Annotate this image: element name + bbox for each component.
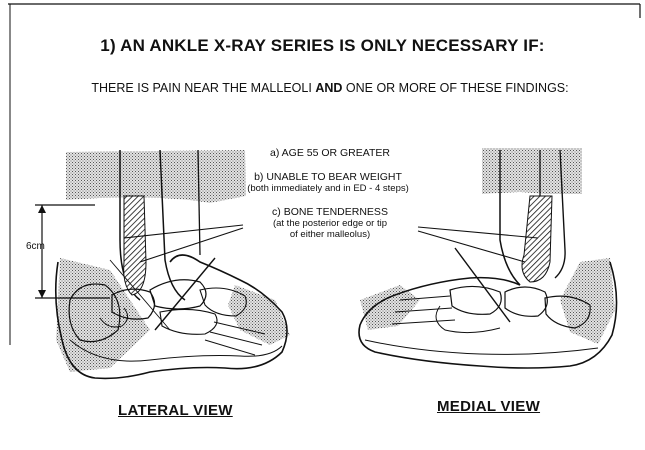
criterion-b-detail: (both immediately and in ED - 4 steps) (238, 183, 418, 194)
criterion-a: a) AGE 55 OR GREATER (250, 148, 410, 159)
measure-label: 6cm (26, 241, 45, 252)
criterion-a-label: a) AGE 55 OR GREATER (250, 148, 410, 159)
lateral-view-label: LATERAL VIEW (118, 402, 233, 419)
criterion-c-label: c) BONE TENDERNESS (240, 207, 420, 218)
condition-part2: ONE OR MORE OF THESE FINDINGS: (346, 81, 569, 95)
medial-view-label: MEDIAL VIEW (437, 398, 540, 415)
criterion-b-label: b) UNABLE TO BEAR WEIGHT (238, 172, 418, 183)
condition-and: AND (315, 81, 342, 95)
condition-part1: THERE IS PAIN NEAR THE MALLEOLI (91, 81, 311, 95)
condition-statement: THERE IS PAIN NEAR THE MALLEOLI AND ONE … (90, 81, 570, 96)
page-title: 1) AN ANKLE X-RAY SERIES IS ONLY NECESSA… (0, 36, 645, 56)
criterion-c: c) BONE TENDERNESS (at the posterior edg… (240, 207, 420, 240)
criterion-c-detail-2: of either malleolus) (240, 229, 420, 240)
criterion-c-detail-1: (at the posterior edge or tip (240, 218, 420, 229)
criterion-b: b) UNABLE TO BEAR WEIGHT (both immediate… (238, 172, 418, 194)
